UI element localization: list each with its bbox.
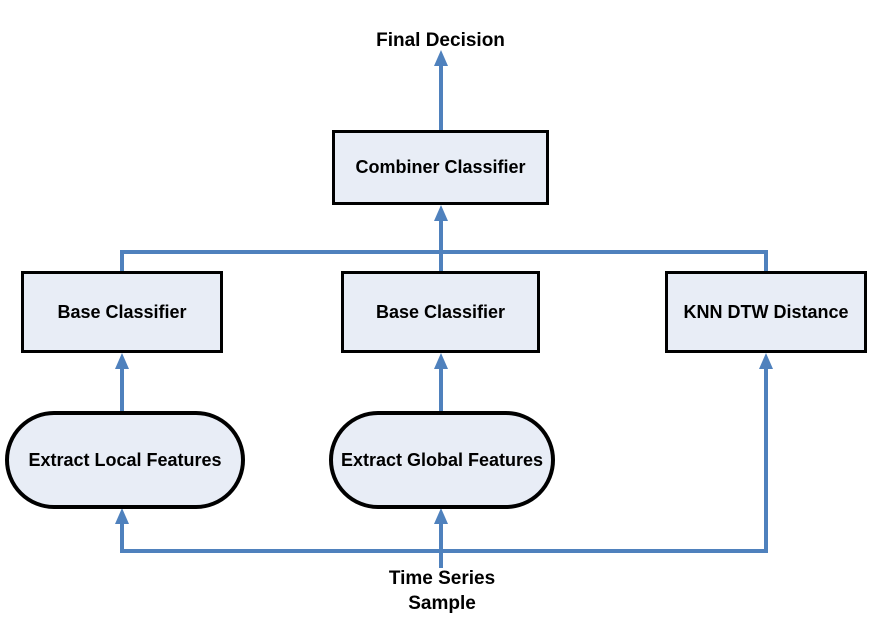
node-base-classifier-middle: Base Classifier xyxy=(341,271,540,353)
time-series-sample-label-line2: Sample xyxy=(408,593,476,614)
node-base-classifier-left-label: Base Classifier xyxy=(57,301,187,322)
arrowhead-into-base-middle xyxy=(434,353,448,369)
node-extract-global-features: Extract Global Features xyxy=(329,411,555,509)
arrowhead-into-base-left xyxy=(115,353,129,369)
node-extract-global-features-label: Extract Global Features xyxy=(340,449,544,470)
arrowhead-into-final-decision xyxy=(434,50,448,66)
edge-bottom-collector xyxy=(120,369,768,553)
arrowhead-into-combiner xyxy=(434,205,448,221)
arrowhead-into-extract-global xyxy=(434,508,448,524)
arrowhead-into-knn-dtw xyxy=(759,353,773,369)
node-base-classifier-left: Base Classifier xyxy=(21,271,223,353)
arrowhead-into-extract-local xyxy=(115,508,129,524)
final-decision-label: Final Decision xyxy=(376,30,505,51)
time-series-sample-label: Time Series Sample xyxy=(342,566,542,616)
node-combiner-classifier-label: Combiner Classifier xyxy=(355,157,526,177)
node-knn-dtw-distance-label: KNN DTW Distance xyxy=(683,301,849,322)
time-series-sample-label-line1: Time Series xyxy=(388,568,496,589)
node-knn-dtw-distance: KNN DTW Distance xyxy=(665,271,867,353)
node-extract-local-features: Extract Local Features xyxy=(5,411,245,509)
node-extract-local-features-label: Extract Local Features xyxy=(28,449,222,470)
edge-top-collector xyxy=(120,250,768,272)
node-combiner-classifier: Combiner Classifier xyxy=(332,130,549,205)
node-base-classifier-middle-label: Base Classifier xyxy=(375,301,506,322)
